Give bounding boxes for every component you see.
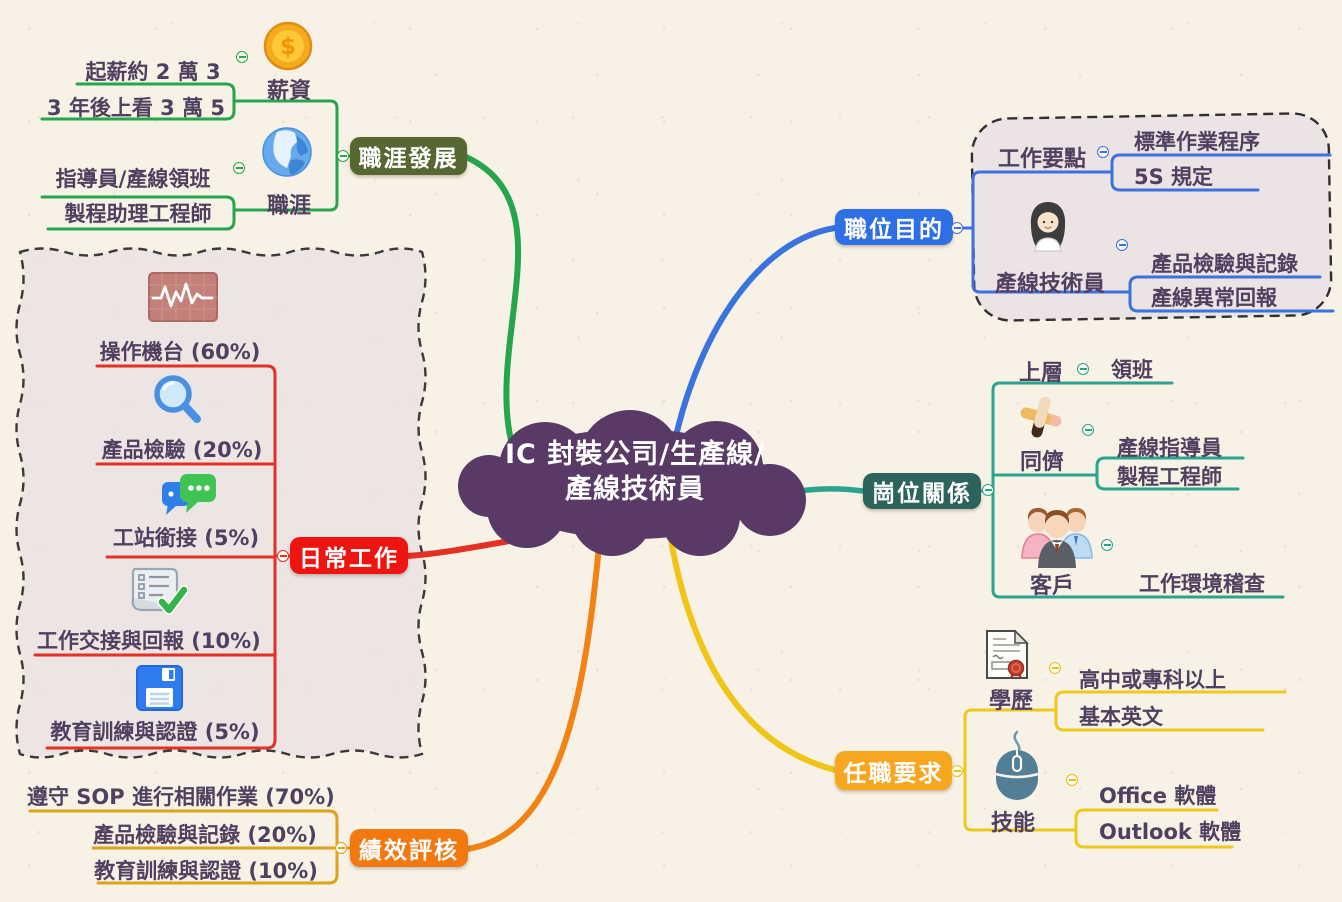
joined-hands-icon[interactable]	[1014, 392, 1068, 442]
leaf-foreman[interactable]: 領班	[1111, 358, 1153, 382]
topic-daily-work[interactable]: 日常工作	[290, 537, 408, 574]
topic-career-development-label: 職涯發展	[358, 146, 459, 172]
topic-performance-review[interactable]: 績效評核	[350, 829, 468, 867]
topic-position-purpose[interactable]: 職位目的	[835, 209, 953, 245]
diploma-icon[interactable]	[984, 629, 1030, 681]
topic-job-requirements[interactable]: 任職要求	[835, 751, 952, 790]
leaf-follow-sop[interactable]: 遵守 SOP 進行相關作業 (70%)	[27, 785, 335, 809]
leaf-basic-english[interactable]: 基本英文	[1079, 705, 1163, 729]
subtopic-work-points[interactable]: 工作要點	[998, 147, 1087, 172]
collapse-button-career-path[interactable]	[233, 162, 245, 174]
leaf-5s[interactable]: 5S 規定	[1134, 165, 1214, 189]
coin-icon[interactable]: $	[263, 21, 313, 71]
collapse-button-performance-branch[interactable]	[335, 842, 347, 854]
collapse-button-skills[interactable]	[1066, 774, 1078, 786]
career-branch-lines	[40, 82, 522, 458]
leaf-training-cert[interactable]: 教育訓練與認證 (5%)	[50, 720, 260, 744]
chat-bubbles-icon[interactable]	[160, 472, 218, 520]
collapse-button-peers[interactable]	[1082, 424, 1094, 436]
collapse-button-customers[interactable]	[1101, 539, 1113, 551]
mouse-icon[interactable]	[994, 730, 1040, 802]
people-group-icon[interactable]	[1018, 496, 1096, 568]
leaf-office-software[interactable]: Office 軟體	[1099, 784, 1217, 808]
leaf-salary-3years[interactable]: 3 年後上看 3 萬 5	[46, 96, 226, 120]
subtopic-career-path[interactable]: 職涯	[266, 194, 311, 219]
female-technician-icon[interactable]	[1026, 201, 1070, 253]
leaf-process-engineer[interactable]: 製程工程師	[1117, 465, 1222, 489]
leaf-instructor-foreman[interactable]: 指導員/產線領班	[55, 167, 211, 191]
leaf-sop[interactable]: 標準作業程序	[1134, 130, 1260, 154]
topic-job-requirements-label: 任職要求	[843, 760, 944, 787]
daily-branch-lines	[33, 364, 518, 750]
central-topic-line2: 產線技術員	[565, 473, 705, 505]
topic-daily-work-label: 日常工作	[299, 545, 399, 572]
central-topic-line1: IC 封裝公司/生產線/	[505, 439, 765, 470]
leaf-product-inspection[interactable]: 產品檢驗 (20%)	[101, 438, 263, 462]
topic-performance-review-label: 績效評核	[359, 838, 459, 864]
topic-position-relations-label: 崗位關係	[872, 481, 972, 507]
globe-icon[interactable]	[261, 126, 313, 178]
topic-position-purpose-label: 職位目的	[844, 217, 944, 243]
collapse-button-requirements-branch[interactable]	[951, 765, 963, 777]
leaf-handover-report[interactable]: 工作交接與回報 (10%)	[37, 629, 261, 653]
magnifier-icon[interactable]	[148, 371, 206, 429]
leaf-outlook-software[interactable]: Outlook 軟體	[1099, 820, 1242, 844]
leaf-inspection-record-pct[interactable]: 產品檢驗與記錄 (20%)	[93, 823, 317, 847]
subtopic-line-technician[interactable]: 產線技術員	[995, 272, 1106, 297]
leaf-abnormal-report[interactable]: 產線異常回報	[1151, 286, 1277, 310]
subtopic-peers[interactable]: 同儕	[1020, 450, 1065, 475]
leaf-highschool[interactable]: 高中或專科以上	[1079, 668, 1226, 692]
topic-position-relations[interactable]: 崗位關係	[863, 473, 981, 509]
subtopic-upper-level[interactable]: 上層	[1019, 361, 1064, 386]
purpose-branch-lines	[672, 153, 1335, 443]
svg-text:$: $	[280, 34, 296, 60]
collapse-button-salary[interactable]	[236, 51, 248, 63]
central-topic-title[interactable]: IC 封裝公司/生產線/ 產線技術員	[465, 438, 805, 507]
collapse-button-line-technician[interactable]	[1116, 239, 1128, 251]
collapse-button-work-points[interactable]	[1097, 146, 1109, 158]
machine-monitor-icon[interactable]	[148, 272, 218, 322]
leaf-line-instructor[interactable]: 產線指導員	[1117, 436, 1222, 460]
collapse-button-purpose-branch[interactable]	[951, 222, 963, 234]
subtopic-customers[interactable]: 客戶	[1030, 574, 1075, 599]
topic-career-development[interactable]: 職涯發展	[350, 137, 467, 175]
leaf-inspection-record[interactable]: 產品檢驗與記錄	[1151, 252, 1298, 276]
checklist-scroll-icon[interactable]	[122, 566, 189, 618]
subtopic-salary[interactable]: 薪資	[266, 79, 311, 104]
central-topic-cloud[interactable]	[458, 410, 806, 556]
leaf-station-link[interactable]: 工站銜接 (5%)	[112, 526, 260, 550]
leaf-environment-audit[interactable]: 工作環境稽查	[1139, 572, 1265, 596]
collapse-button-career-branch[interactable]	[337, 150, 349, 162]
collapse-button-upper-level[interactable]	[1077, 363, 1089, 375]
daily-work-boundary[interactable]	[15, 247, 427, 759]
subtopic-education[interactable]: 學歷	[989, 689, 1034, 714]
requirements-branch-lines	[667, 532, 1287, 849]
leaf-operate-machine[interactable]: 操作機台 (60%)	[99, 340, 261, 364]
floppy-disk-icon[interactable]	[136, 665, 183, 711]
collapse-button-relations-branch[interactable]	[982, 484, 994, 496]
collapse-button-education[interactable]	[1049, 662, 1061, 674]
leaf-training-cert-pct[interactable]: 教育訓練與認證 (10%)	[94, 859, 318, 883]
leaf-salary-start[interactable]: 起薪約 2 萬 3	[85, 60, 221, 84]
collapse-button-daily-branch[interactable]	[277, 550, 289, 562]
leaf-assistant-engineer[interactable]: 製程助理工程師	[64, 202, 212, 226]
subtopic-skills[interactable]: 技能	[991, 811, 1036, 836]
